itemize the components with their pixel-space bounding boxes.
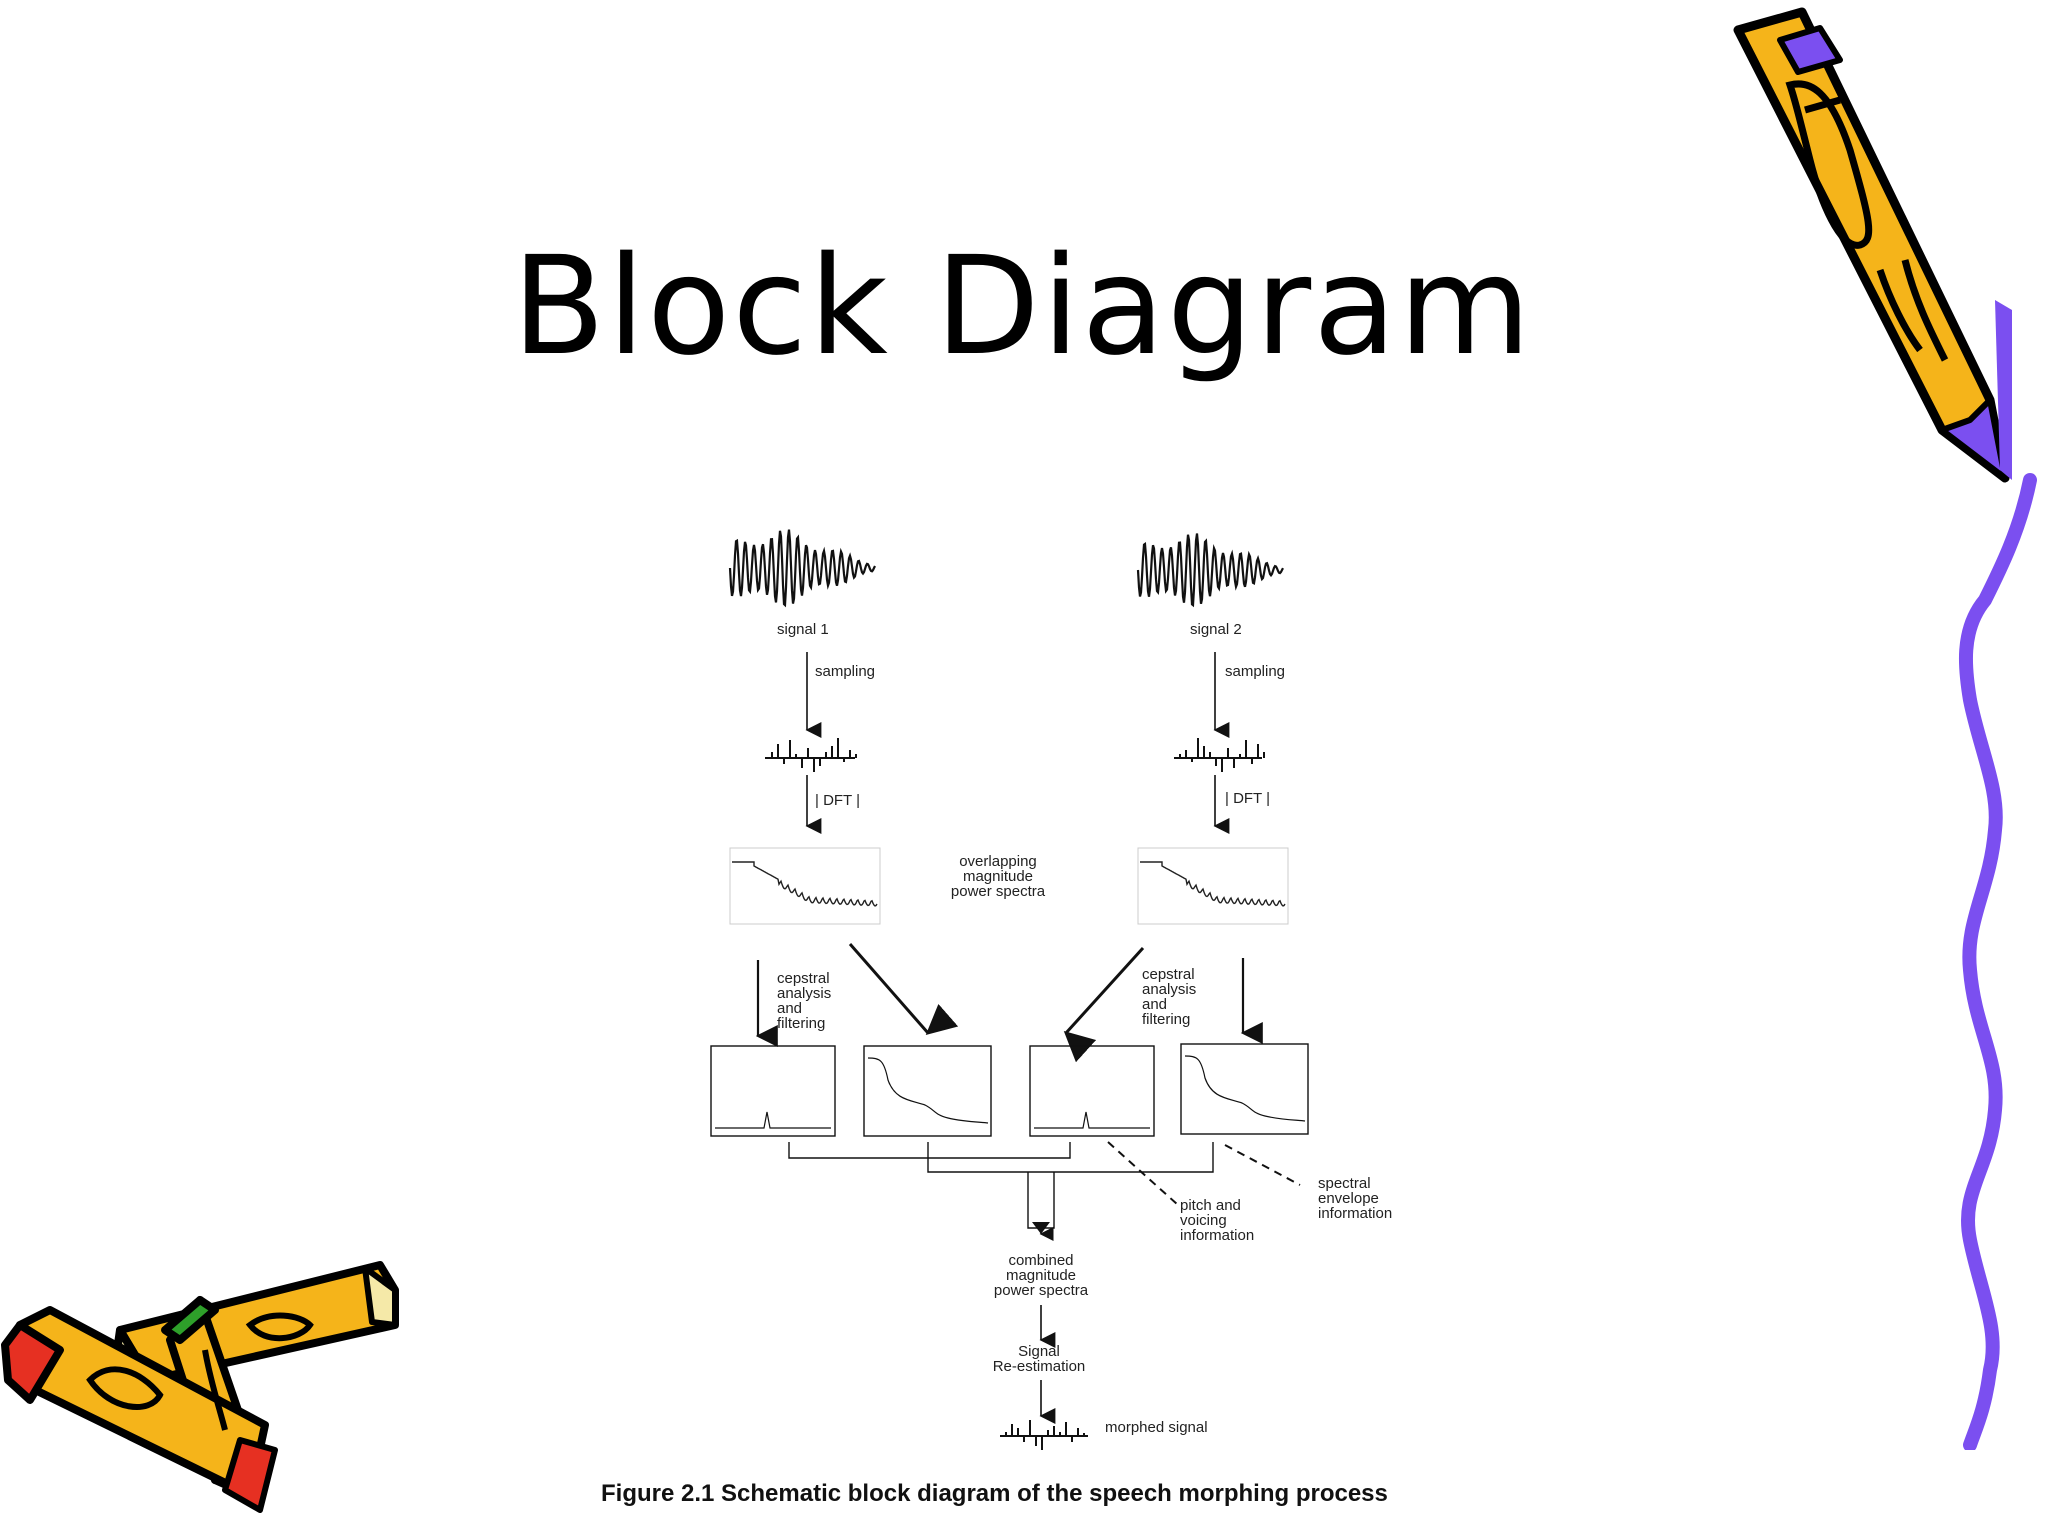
cepstral-left-1: cepstral [777, 970, 830, 987]
combining-lines [788, 1142, 1214, 1229]
cepstral-right-3: and [1142, 996, 1167, 1013]
sampling-right-label: sampling [1225, 663, 1285, 680]
signal-2-waveform [1136, 533, 1284, 608]
cepstral-right-4: filtering [1142, 1011, 1190, 1028]
pitch-info-3: information [1180, 1227, 1254, 1244]
pitch-box-left [710, 1045, 836, 1137]
diagonal-arrow-right [1063, 946, 1145, 1063]
sampled-signal-left [765, 738, 857, 772]
pitch-info-1: pitch and [1180, 1197, 1241, 1214]
overlap-label-3: power spectra [951, 883, 1046, 900]
reestimation-label-1: Signal [1018, 1343, 1060, 1360]
pitch-box-right [1029, 1045, 1155, 1137]
spectrum-left [729, 847, 881, 925]
envelope-info-3: information [1318, 1205, 1392, 1222]
pitch-info-2: voicing [1180, 1212, 1227, 1229]
sampling-left-label: sampling [815, 663, 875, 680]
diagonal-arrow-left [848, 943, 959, 1035]
dft-left-label: | DFT | [815, 792, 860, 809]
crayon-icon [1, 1261, 399, 1513]
cepstral-right-1: cepstral [1142, 966, 1195, 983]
signal-1-label: signal 1 [777, 621, 829, 638]
combined-label-1: combined [1008, 1252, 1073, 1269]
dft-right-label: | DFT | [1225, 790, 1270, 807]
sampled-signal-right [1174, 738, 1265, 772]
overlap-label-2: magnitude [963, 868, 1033, 885]
cepstral-left-2: analysis [777, 985, 831, 1002]
pencil-icon [1733, 7, 2012, 483]
reestimation-label-2: Re-estimation [993, 1358, 1086, 1375]
morphed-signal-sticks [1000, 1420, 1088, 1450]
figure-caption: Figure 2.1 Schematic block diagram of th… [601, 1480, 1388, 1507]
combined-label-2: magnitude [1006, 1267, 1076, 1284]
cepstral-right-2: analysis [1142, 981, 1196, 998]
signal-1-waveform [728, 529, 876, 608]
signal-2-label: signal 2 [1190, 621, 1242, 638]
overlap-label-1: overlapping [959, 853, 1037, 870]
decorative-border [1958, 473, 2037, 1450]
envelope-info-line [1224, 1144, 1301, 1186]
envelope-box-right [1180, 1043, 1309, 1135]
pitch-info-line [1107, 1141, 1179, 1206]
envelope-info-1: spectral [1318, 1175, 1371, 1192]
cepstral-left-4: filtering [777, 1015, 825, 1032]
envelope-box-left [863, 1045, 992, 1137]
combined-label-3: power spectra [994, 1282, 1089, 1299]
spectrum-right [1137, 847, 1289, 925]
envelope-info-2: envelope [1318, 1190, 1379, 1207]
slide-title: Block Diagram [512, 228, 1533, 386]
cepstral-left-3: and [777, 1000, 802, 1017]
morphed-signal-label: morphed signal [1105, 1419, 1208, 1436]
